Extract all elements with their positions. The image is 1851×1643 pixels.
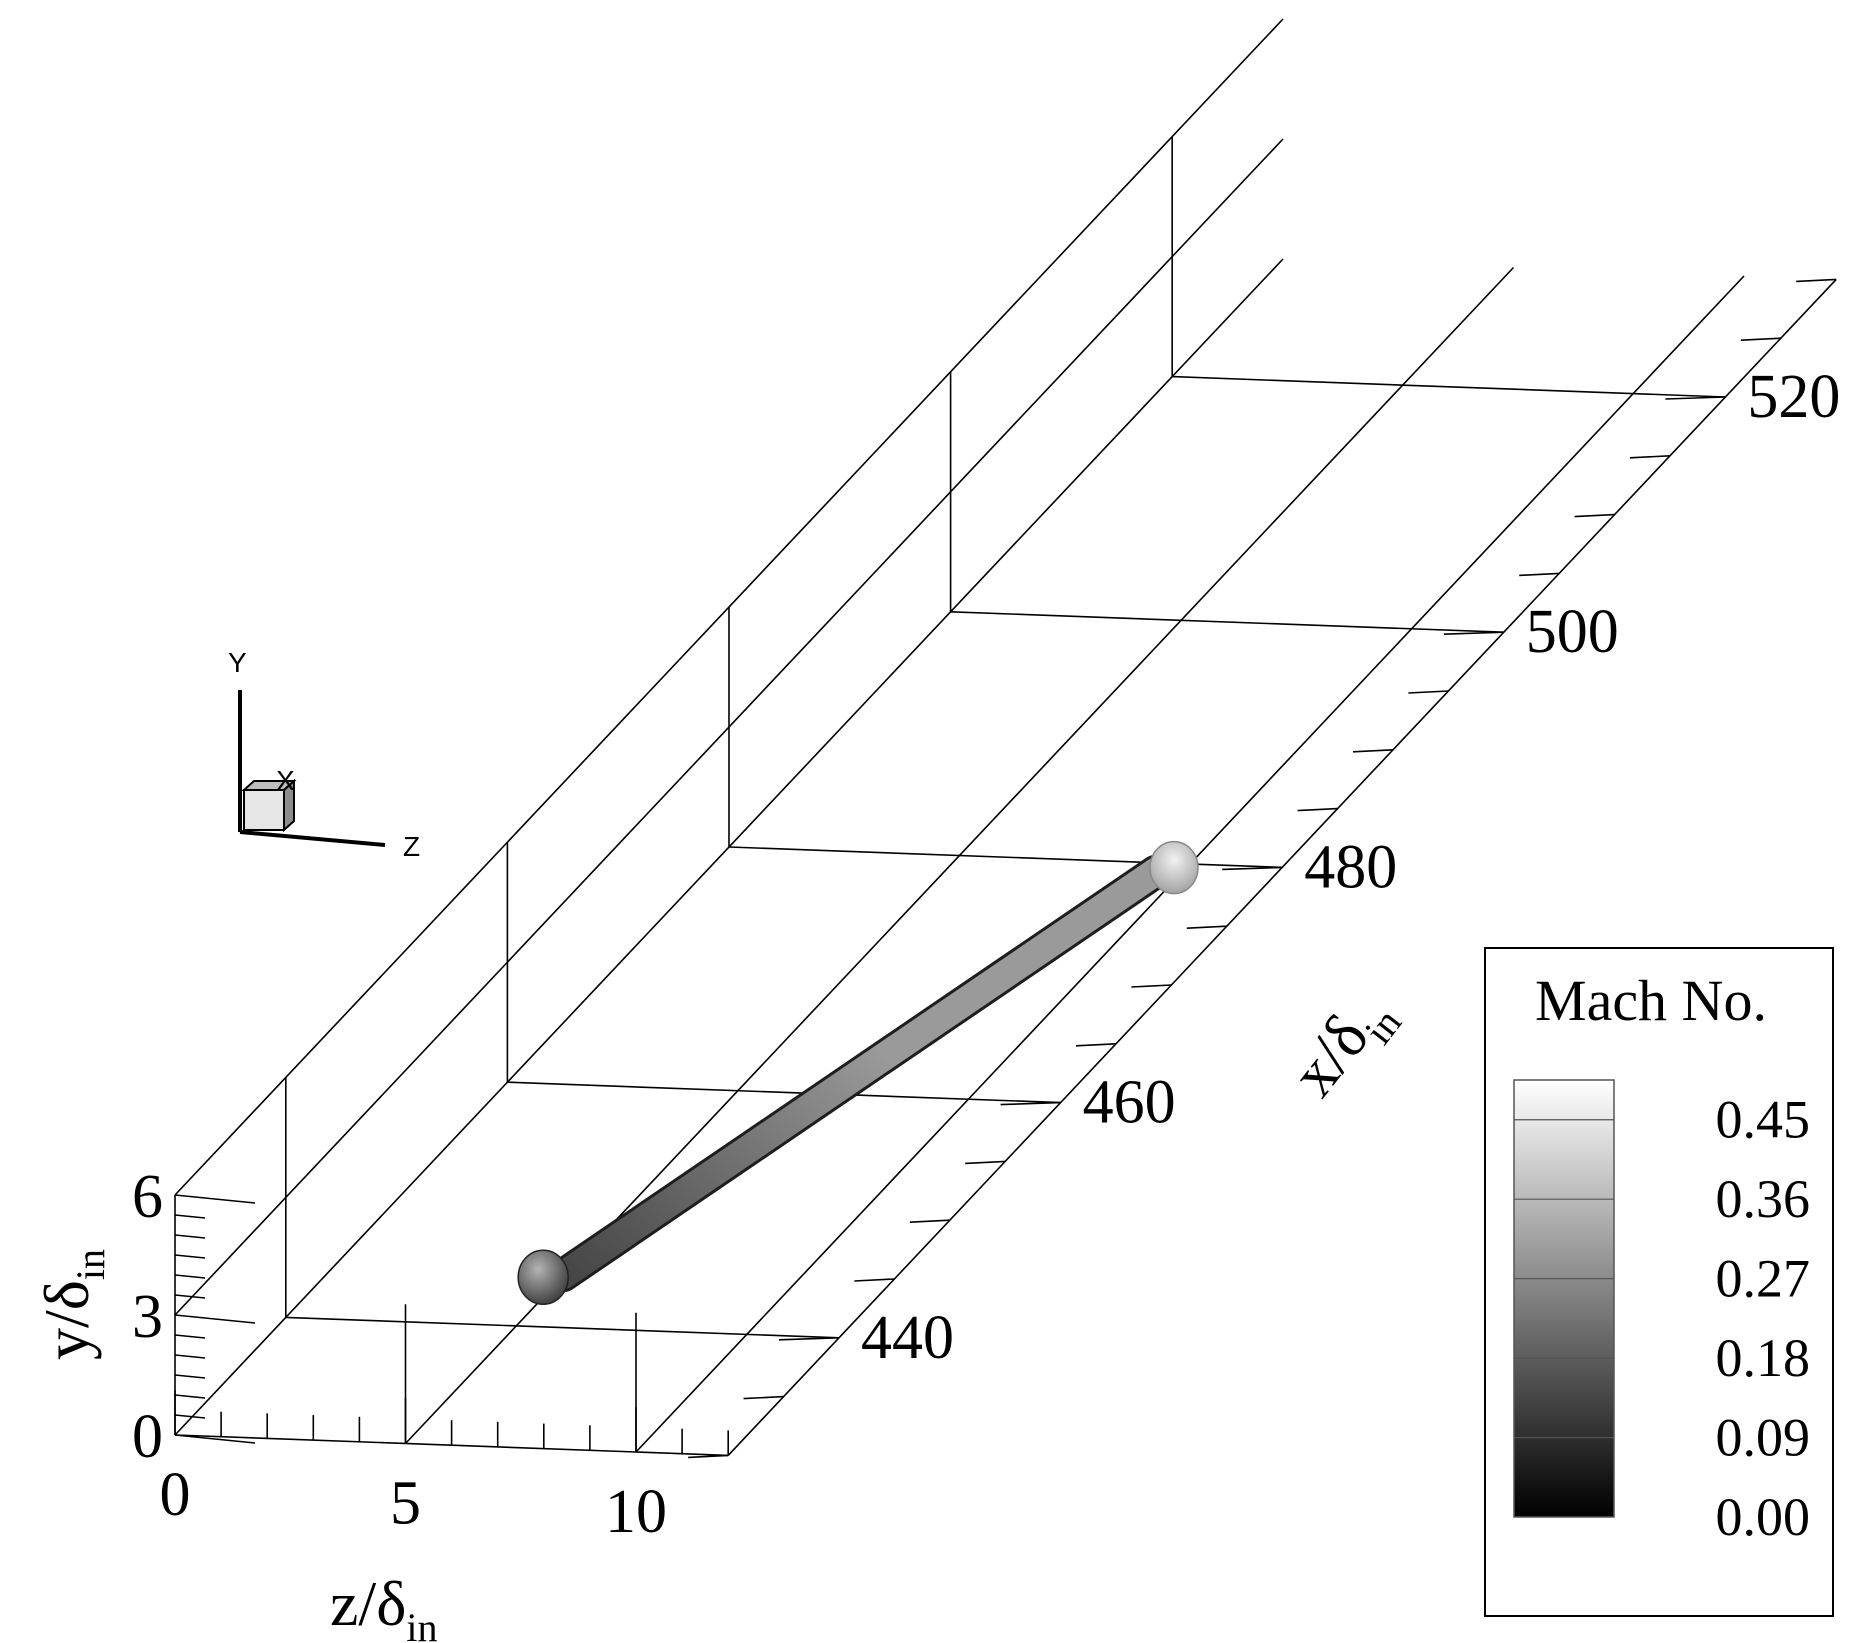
floor-gridline	[507, 1081, 1061, 1104]
triad-label-x: X	[276, 765, 295, 796]
legend: Mach No. 0.45 0.36 0.27 0.18 0.09 0.00	[1484, 947, 1834, 1617]
x-tick	[1519, 572, 1560, 577]
x-tick	[778, 1337, 840, 1341]
y-tick	[174, 1414, 206, 1419]
tick-labels: 440 460 480 500 520 0 5 10 0 3 6	[132, 363, 1840, 1546]
floor-gridline	[728, 846, 1283, 869]
y-tick	[174, 1394, 206, 1399]
y-tick	[174, 1314, 256, 1324]
x-tick	[1297, 807, 1338, 812]
y-tick-label: 0	[132, 1403, 163, 1471]
floor-gridline	[1172, 375, 1726, 398]
x-axis-title: x/δin	[1277, 977, 1410, 1115]
x-tick-label: 460	[1083, 1069, 1176, 1137]
legend-level-label: 0.36	[1716, 1169, 1811, 1229]
y-axis-title: y/δin	[31, 1249, 113, 1360]
z-tick-label: 5	[390, 1470, 421, 1538]
orientation-triad: Y X Z	[228, 647, 420, 862]
y-tick	[174, 1214, 206, 1219]
x-tick	[1443, 631, 1504, 635]
x-tick	[1131, 984, 1172, 988]
vortex-tube	[517, 840, 1199, 1306]
triad-z-axis	[239, 830, 386, 847]
x-tick	[1075, 1043, 1117, 1047]
vortex-tube-end-cap	[1149, 840, 1199, 895]
triad-cube	[243, 789, 285, 831]
x-tick	[1352, 749, 1394, 753]
y-tick	[174, 1194, 256, 1204]
legend-level-label: 0.45	[1716, 1090, 1811, 1150]
x-tick	[1574, 513, 1615, 518]
x-tick	[1796, 278, 1837, 283]
x-tick-label: 440	[861, 1304, 954, 1372]
x-tick	[1740, 337, 1781, 341]
y-tick	[174, 1234, 206, 1239]
x-tick	[1186, 925, 1227, 929]
x-tick	[1629, 455, 1671, 459]
y-tick	[174, 1254, 206, 1259]
axis-ticks	[174, 278, 1837, 1459]
floor-gridline	[950, 611, 1504, 633]
x-tick	[965, 1160, 1006, 1165]
legend-level-label: 0.09	[1716, 1408, 1811, 1468]
legend-levels: 0.45 0.36 0.27 0.18 0.09 0.00	[1514, 1090, 1810, 1547]
triad-label-z: Z	[403, 831, 420, 862]
z-axis-title: z/δin	[330, 1568, 437, 1643]
y-tick-label: 3	[132, 1283, 163, 1351]
x-tick	[854, 1278, 895, 1282]
x-tick-label: 500	[1526, 598, 1619, 666]
x-tick	[1222, 866, 1283, 871]
legend-level-label: 0.00	[1716, 1487, 1811, 1547]
y-tick	[174, 1274, 206, 1279]
y-tick	[174, 1434, 256, 1444]
legend-level-label: 0.18	[1716, 1328, 1811, 1388]
x-tick	[1408, 690, 1449, 694]
wall-y-gridline	[174, 138, 1284, 1316]
z-tick-label: 0	[160, 1461, 191, 1529]
y-tick-label: 6	[132, 1163, 163, 1231]
floor-gridline	[285, 1316, 840, 1339]
z-tick-label: 10	[605, 1478, 667, 1546]
x-tick	[1000, 1101, 1061, 1106]
legend-level-label: 0.27	[1716, 1249, 1811, 1309]
vortex-tube-body	[549, 857, 1170, 1290]
legend-colorbar	[1513, 1079, 1615, 1518]
triad-label-y: Y	[228, 647, 247, 678]
x-tick	[909, 1219, 950, 1223]
y-tick	[174, 1354, 206, 1359]
x-tick	[688, 1454, 729, 1459]
triad-cube-side	[283, 778, 295, 833]
x-tick-label: 480	[1304, 833, 1397, 901]
x-tick	[1665, 396, 1726, 400]
y-tick	[174, 1374, 206, 1379]
y-tick	[174, 1294, 206, 1299]
x-tick	[743, 1395, 784, 1400]
y-tick	[174, 1334, 206, 1339]
legend-title: Mach No.	[1535, 968, 1767, 1033]
vortex-tube-start-cap	[517, 1249, 569, 1306]
x-tick-label: 520	[1747, 363, 1840, 431]
